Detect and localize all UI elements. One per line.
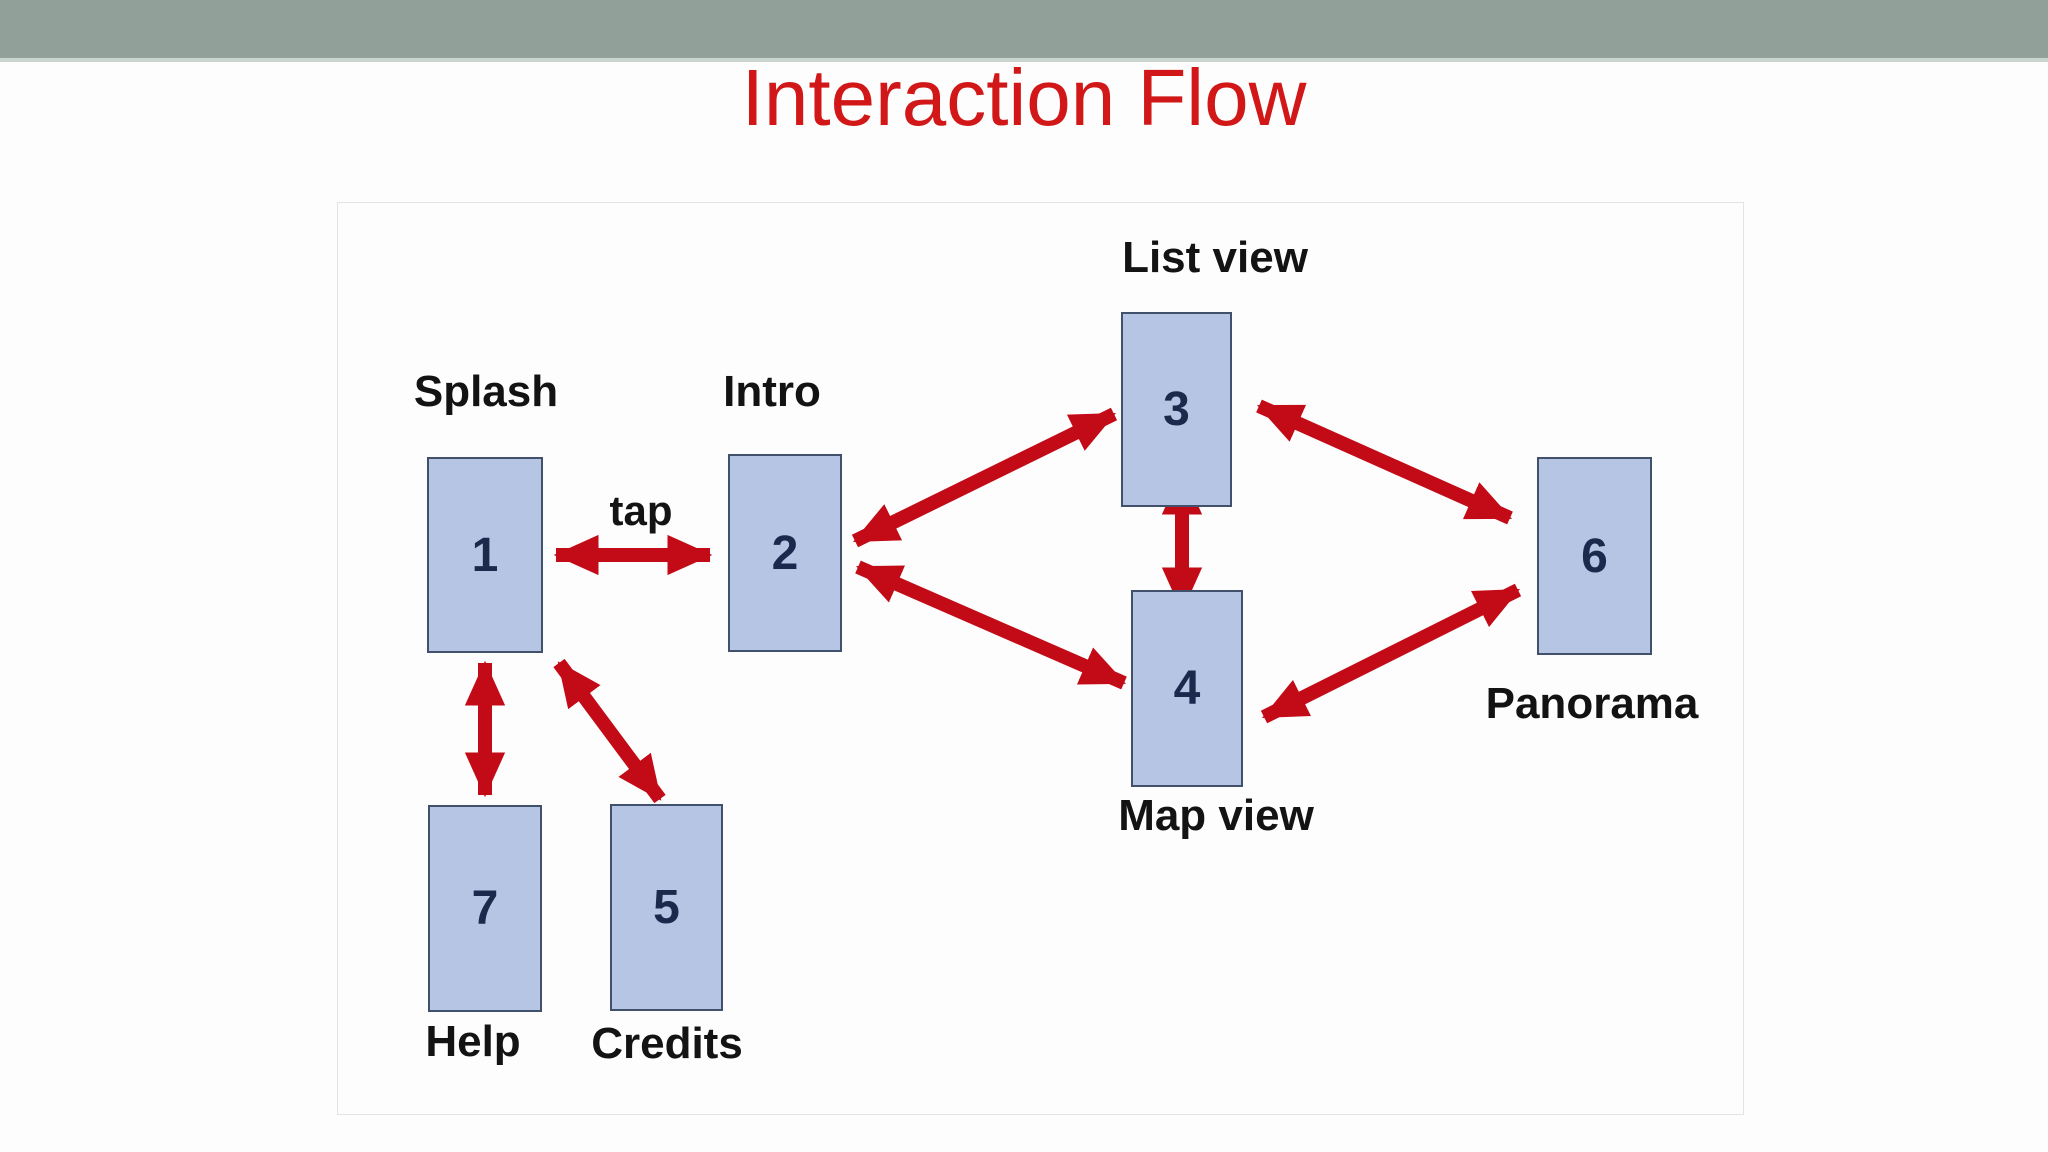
node-listview: 3 (1121, 312, 1232, 507)
label-splash: Splash (413, 367, 559, 416)
node-intro-number: 2 (771, 526, 799, 580)
label-listview: List view (1122, 233, 1308, 282)
node-panorama-number: 6 (1581, 529, 1608, 583)
label-mapview: Map view (1118, 791, 1314, 840)
node-intro: 2 (728, 454, 842, 652)
label-help: Help (425, 1017, 521, 1066)
diagram-panel (337, 202, 1744, 1115)
node-credits-number: 5 (653, 881, 680, 934)
label-credits: Credits (591, 1019, 743, 1068)
node-credits: 5 (610, 804, 723, 1011)
node-splash: 1 (427, 457, 543, 653)
top-bar (0, 0, 2048, 62)
slide-title: Interaction Flow (741, 53, 1307, 142)
node-mapview: 4 (1131, 590, 1243, 787)
node-panorama: 6 (1537, 457, 1652, 655)
node-help: 7 (428, 805, 542, 1012)
node-listview-number: 3 (1163, 383, 1190, 436)
node-splash-number: 1 (471, 528, 499, 582)
node-help-number: 7 (471, 882, 499, 935)
edge-label-tap: tap (609, 487, 673, 534)
node-mapview-number: 4 (1173, 662, 1201, 715)
label-panorama: Panorama (1485, 679, 1699, 728)
label-intro: Intro (723, 367, 821, 416)
